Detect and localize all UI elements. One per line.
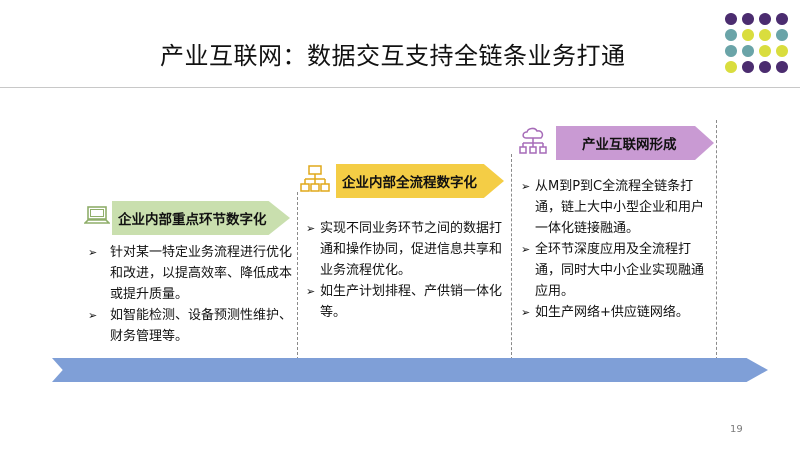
decorative-dot	[725, 13, 737, 25]
slide-title: 产业互联网：数据交互支持全链条业务打通	[160, 42, 626, 70]
stage-3-label: 产业互联网形成	[582, 137, 677, 153]
list-item: ➢ 全环节深度应用及全流程打通，同时大中小企业实现融通应用。	[521, 239, 715, 302]
bullet-arrow-icon: ➢	[306, 222, 316, 235]
list-item: ➢ 如生产网络+供应链网络。	[521, 302, 715, 323]
decorative-dot	[742, 45, 754, 57]
stage-divider	[297, 192, 298, 360]
page-number: 19	[730, 424, 743, 435]
stage-2-label: 企业内部全流程数字化	[342, 175, 477, 191]
decorative-dot	[776, 61, 788, 73]
bullet-arrow-icon: ➢	[88, 246, 98, 259]
bullet-arrow-icon: ➢	[521, 180, 531, 193]
laptop-icon	[84, 206, 110, 224]
bullet-arrow-icon: ➢	[521, 306, 531, 319]
stage-1-header: 企业内部重点环节数字化	[112, 201, 290, 235]
list-item: ➢ 针对某一特定业务流程进行优化和改进，以提高效率、降低成本或提升质量。	[88, 242, 294, 305]
list-item: ➢ 从M到P到C全流程全链条打通，链上大中小型企业和用户一体化链接融通。	[521, 176, 715, 239]
decorative-dot	[776, 45, 788, 57]
decorative-dot	[759, 13, 771, 25]
timeline-arrow	[52, 358, 768, 382]
bullet-arrow-icon: ➢	[521, 243, 531, 256]
stage-2-bullets: ➢ 实现不同业务环节之间的数据打通和操作协同，促进信息共享和业务流程优化。 ➢ …	[306, 218, 502, 323]
decorative-dot	[725, 45, 737, 57]
list-item: ➢ 如智能检测、设备预测性维护、财务管理等。	[88, 305, 294, 347]
network-icon	[300, 165, 330, 192]
decorative-dot	[742, 13, 754, 25]
decorative-dots-icon	[725, 13, 788, 73]
stage-divider	[511, 154, 512, 360]
cloud-network-icon	[519, 127, 547, 154]
stage-3-header: 产业互联网形成	[556, 126, 714, 160]
stage-divider	[716, 120, 717, 360]
decorative-dot	[742, 61, 754, 73]
list-item: ➢ 实现不同业务环节之间的数据打通和操作协同，促进信息共享和业务流程优化。	[306, 218, 502, 281]
header-divider	[0, 87, 800, 88]
decorative-dot	[776, 29, 788, 41]
bullet-arrow-icon: ➢	[306, 285, 316, 298]
decorative-dot	[725, 61, 737, 73]
list-item: ➢ 如生产计划排程、产供销一体化等。	[306, 281, 502, 323]
stage-1-label: 企业内部重点环节数字化	[118, 212, 267, 228]
decorative-dot	[742, 29, 754, 41]
stage-3-bullets: ➢ 从M到P到C全流程全链条打通，链上大中小型企业和用户一体化链接融通。 ➢ 全…	[521, 176, 715, 323]
decorative-dot	[776, 13, 788, 25]
stage-1-bullets: ➢ 针对某一特定业务流程进行优化和改进，以提高效率、降低成本或提升质量。 ➢ 如…	[88, 242, 294, 347]
bullet-arrow-icon: ➢	[88, 309, 98, 322]
decorative-dot	[759, 29, 771, 41]
stage-2-header: 企业内部全流程数字化	[336, 164, 504, 198]
decorative-dot	[759, 45, 771, 57]
decorative-dot	[725, 29, 737, 41]
decorative-dot	[759, 61, 771, 73]
